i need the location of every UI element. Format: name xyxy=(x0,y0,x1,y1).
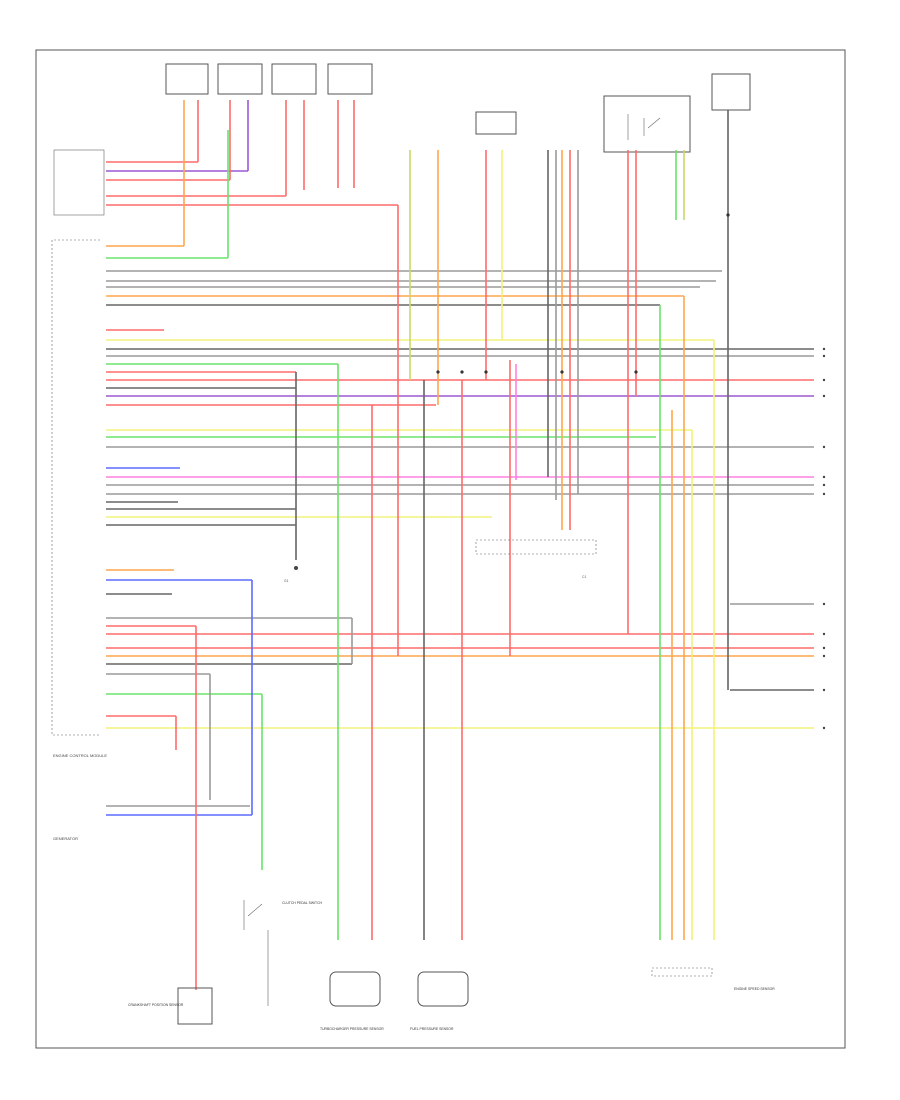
crank-sensor-symbol xyxy=(177,987,213,1025)
right-terminals xyxy=(822,347,826,730)
vertical-wires xyxy=(175,100,729,990)
connector-c1 xyxy=(475,539,597,555)
fuse-box-4 xyxy=(327,63,373,95)
ecm-module-label: ENGINE CONTROL MODULE xyxy=(53,753,107,758)
engine-speed-box xyxy=(651,967,713,977)
diagram-frame xyxy=(35,49,846,1049)
relay-switch xyxy=(627,114,661,140)
connector-c1-label: C1 xyxy=(582,575,586,579)
ecm-module-outline xyxy=(51,239,100,736)
generator-label: GENERATOR xyxy=(53,836,78,841)
ground-label: G1 xyxy=(284,579,289,583)
clutch-switch-symbol xyxy=(243,900,269,1006)
fuse-box-2 xyxy=(217,63,263,95)
splice-dots xyxy=(436,213,730,374)
ground-point xyxy=(294,566,298,570)
fuel-pressure-box xyxy=(417,971,469,1007)
top-fuse-boxes xyxy=(165,63,373,95)
crank-sensor-label: CRANKSHAFT POSITION SENSOR xyxy=(128,1003,184,1007)
clutch-switch-label: CLUTCH PEDAL SWITCH xyxy=(282,901,323,905)
fuse-box-1 xyxy=(165,63,209,95)
turbo-sensor-label: TURBOCHARGER PRESSURE SENSOR xyxy=(320,1027,384,1031)
right-top-box xyxy=(711,73,751,111)
fuse-box-3 xyxy=(271,63,317,95)
bus-wires xyxy=(106,161,814,816)
fuel-pressure-label: FUEL PRESSURE SENSOR xyxy=(410,1027,454,1031)
sensor-box-a xyxy=(475,111,517,135)
turbo-sensor-box xyxy=(329,971,381,1007)
relay-box xyxy=(603,95,691,153)
engine-speed-label: ENGINE SPEED SENSOR xyxy=(734,987,775,991)
left-connector-box xyxy=(53,149,105,216)
